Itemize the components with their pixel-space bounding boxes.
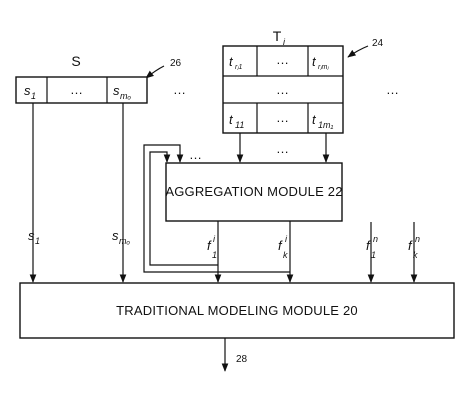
feature-f1n-sup: n (373, 234, 378, 244)
set-t-top-tm: t (312, 54, 317, 69)
feature-fkn-sub: k (413, 250, 418, 260)
feature-f1n-sub: 1 (371, 250, 376, 260)
set-s-cell-s1: s (24, 83, 31, 98)
feature-fkn: f (408, 238, 413, 253)
set-s-ellipsis-right: … (173, 82, 187, 97)
aggregation-module-box (165, 162, 343, 222)
set-t-title-sub: i (283, 37, 286, 47)
set-t-top-dots: … (276, 52, 290, 67)
set-t-box: t rⱼ1 … t rⱼmⱼ … t 11 … t 1m₁ (222, 45, 344, 134)
set-t-middle-dots: … (276, 82, 290, 97)
set-s-title: S (71, 53, 80, 69)
feature-fki: f (278, 238, 283, 253)
set-t-ref: 24 (372, 38, 384, 49)
set-t-title: T (273, 28, 282, 44)
signal-smo: s (112, 228, 119, 243)
set-t-bottom-t1m-sub: 1m₁ (318, 120, 334, 130)
output-ref: 28 (236, 354, 248, 365)
set-t-bottom-t11: t (229, 112, 234, 127)
feature-f1i-sup: i (213, 234, 216, 244)
set-t-bottom-dots: … (276, 110, 290, 125)
feature-f1n: f (366, 238, 371, 253)
signal-s1-sub: 1 (35, 236, 40, 246)
traditional-modeling-module-box (19, 282, 455, 339)
signal-s1: s (28, 228, 35, 243)
set-t-ref-arrow (347, 45, 369, 58)
feature-f1i: f (207, 238, 212, 253)
feature-fki-sub: k (283, 250, 288, 260)
set-t-ellipsis-right: … (386, 82, 400, 97)
set-t-top-t1-sub: rⱼ1 (235, 64, 243, 71)
traditional-modeling-module-label: TRADITIONAL MODELING MODULE 20 (116, 303, 358, 318)
set-t-bottom-t11-sub: 11 (235, 120, 244, 130)
set-s-ref-arrow (145, 65, 165, 79)
feature-f1i-sub: 1 (212, 250, 217, 260)
signal-smo-sub: mₒ (119, 236, 130, 246)
set-s-cell-s1-sub: 1 (31, 91, 36, 101)
aggregation-mid-dots: … (276, 141, 290, 156)
feedback-loop-fki (143, 144, 290, 273)
set-s-cell-dots: … (70, 82, 84, 97)
feedback-loop-f1i (149, 151, 218, 266)
set-t-top-t1: t (229, 54, 234, 69)
set-s-ref: 26 (170, 58, 182, 69)
feature-fki-sup: i (285, 234, 288, 244)
set-t-bottom-t1m: t (312, 112, 317, 127)
set-s-box: s 1 … s mₒ (15, 76, 148, 104)
set-s-cell-smo: s (113, 83, 120, 98)
feature-fkn-sup: n (415, 234, 420, 244)
aggregation-module-label: AGGREGATION MODULE 22 (165, 184, 342, 199)
aggregation-input-dots: … (189, 147, 203, 162)
set-t-top-tm-sub: rⱼmⱼ (318, 64, 329, 71)
set-s-cell-smo-sub: mₒ (120, 91, 131, 101)
